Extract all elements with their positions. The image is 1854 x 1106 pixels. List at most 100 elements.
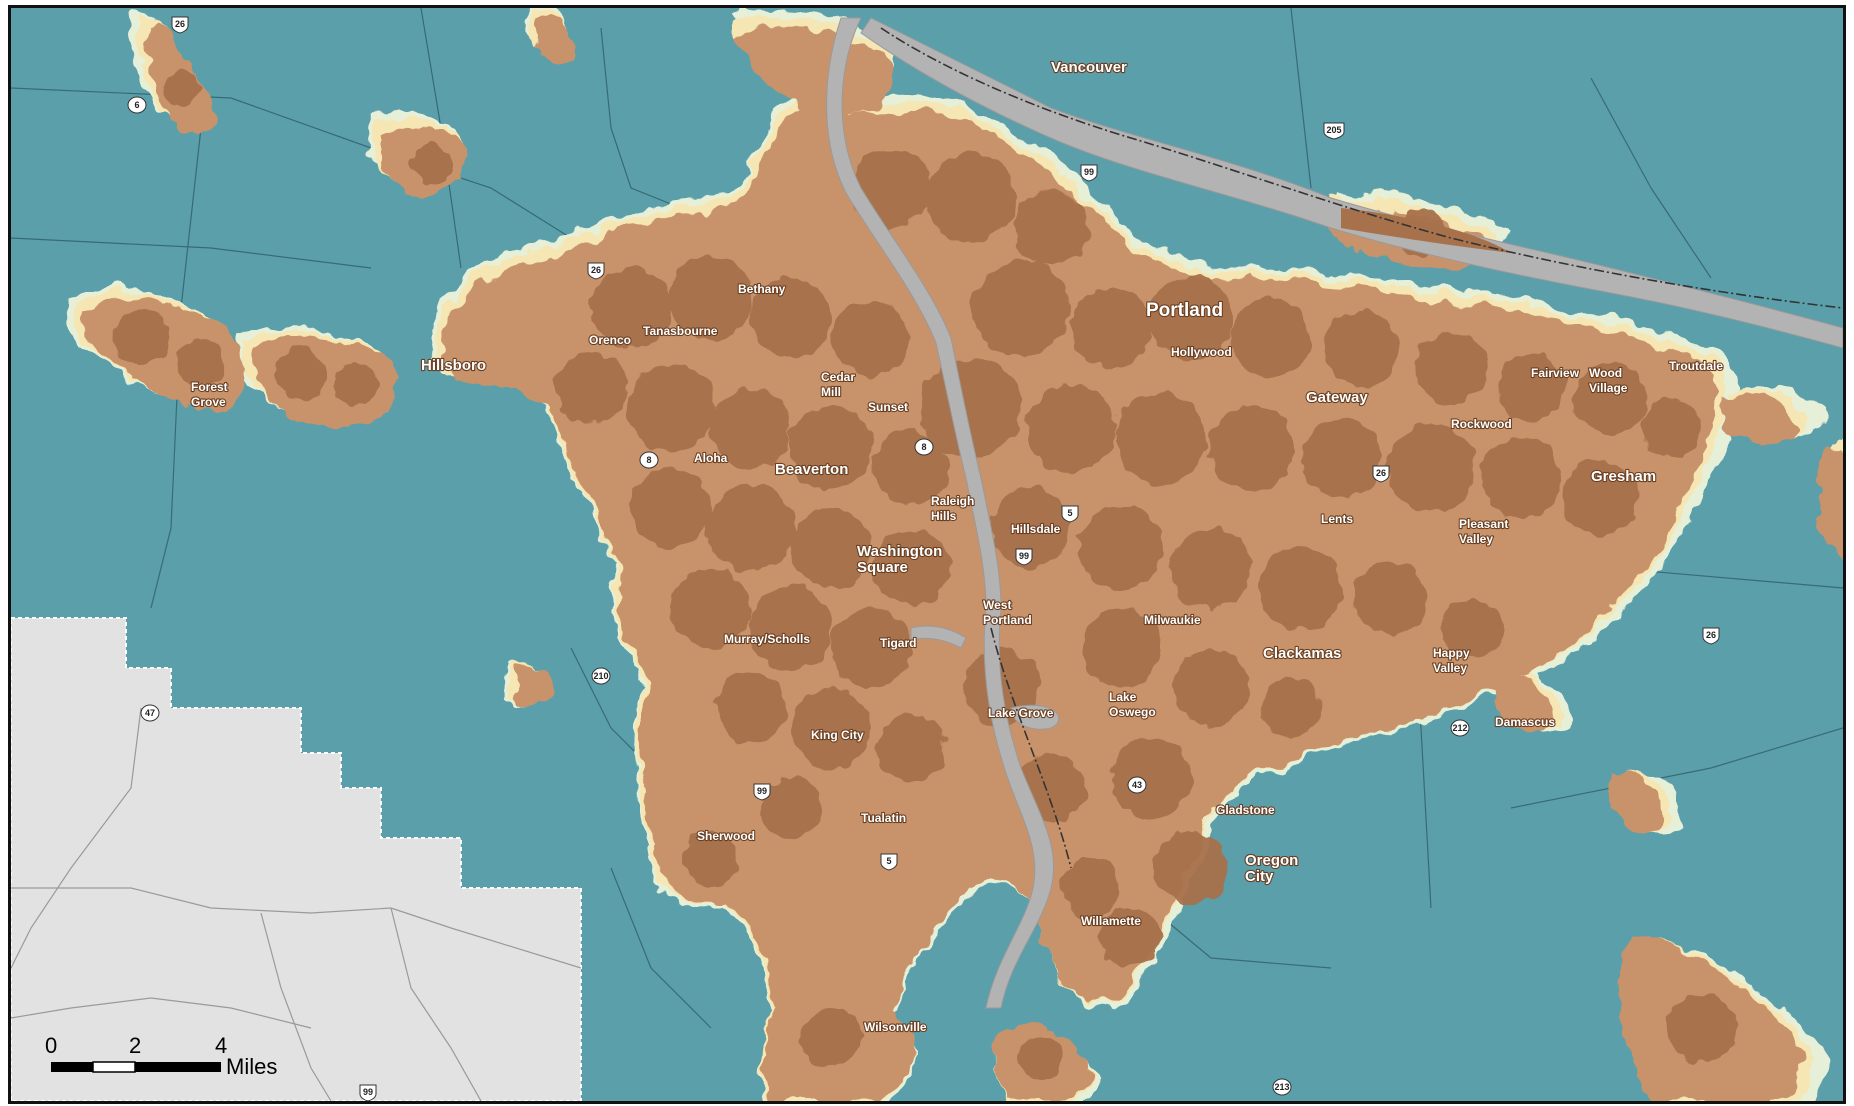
place-label: Oregon [1245,852,1298,869]
place-label: Lents [1321,512,1353,526]
place-label: Vancouver [1051,59,1127,76]
svg-text:47: 47 [145,708,155,718]
state-highway-shield-icon: 47 [140,704,160,722]
state-highway-shield-icon: 6 [127,96,147,114]
place-label: Cedar [821,370,855,384]
state-highway-shield-icon: 210 [591,667,611,685]
svg-text:6: 6 [134,100,139,110]
scale-bar-segment [92,1061,136,1073]
place-label: Pleasant [1459,517,1508,531]
us-highway-shield-icon: 26 [171,16,189,34]
place-label: Lake [1109,690,1137,704]
us-highway-shield-icon: 99 [1080,164,1098,182]
scale-tick-label: 2 [129,1033,141,1058]
svg-text:213: 213 [1274,1082,1289,1092]
place-label: Portland [1146,300,1223,321]
place-label: Village [1589,381,1628,395]
urban-density-field [65,8,1843,1101]
state-highway-shield-icon: 43 [1127,776,1147,794]
place-label: King City [811,728,864,742]
place-labels: Vancouver Portland Hollywood Gateway Roc… [190,58,1725,1035]
place-label: Hillsboro [421,357,486,374]
svg-text:210: 210 [593,671,608,681]
us-highway-shield-icon: 99 [1015,548,1033,566]
place-label: Willamette [1081,914,1141,928]
place-label: Grove [191,395,226,409]
place-label: Gresham [1591,468,1656,485]
svg-text:26: 26 [1376,468,1386,478]
state-highway-shield-icon: 213 [1272,1078,1292,1096]
place-label: Fairview [1531,366,1580,380]
railroad-lines [880,27,1843,869]
place-label: Valley [1459,532,1493,546]
state-highway-shield-icon: 212 [1450,719,1470,737]
state-highway-shield-icon: 8 [914,438,934,456]
place-label: Troutdale [1669,359,1723,373]
place-label: Valley [1433,661,1467,675]
place-label: Hills [931,509,957,523]
place-label: Lake Grove [988,706,1054,720]
place-label: Tigard [880,636,916,650]
place-label: Sherwood [697,829,755,843]
scale-tick-label: 4 [215,1033,227,1058]
scale-tick-label: 0 [45,1033,57,1058]
us-highway-shield-icon: 26 [587,262,605,280]
svg-text:5: 5 [886,856,891,866]
place-label: Hillsdale [1011,522,1061,536]
place-label: Sunset [868,400,908,414]
us-highway-shield-icon: 99 [753,783,771,801]
place-label: Gateway [1306,389,1368,406]
place-label: Wood [1589,366,1622,380]
place-label: Tualatin [861,811,906,825]
place-label: Happy [1433,646,1470,660]
scale-bar-segment [51,1062,93,1072]
svg-text:99: 99 [1019,551,1029,561]
outside-area [11,617,582,1101]
us-highway-shield-icon: 99 [359,1084,377,1101]
map-frame: Vancouver Portland Hollywood Gateway Roc… [8,5,1846,1104]
highway-shields: 26 6 26 8 8 205 99 5 99 26 26 210 47 99 … [127,16,1720,1101]
place-label: Rockwood [1451,417,1512,431]
interstate-shield-icon: 5 [880,853,898,871]
place-label: Wilsonville [864,1020,927,1034]
place-label: Mill [821,385,841,399]
svg-text:26: 26 [175,19,185,29]
place-label: Beaverton [775,461,848,478]
svg-text:99: 99 [1084,167,1094,177]
svg-text:5: 5 [1067,508,1072,518]
place-label: Clackamas [1263,645,1341,662]
place-label: Raleigh [931,494,974,508]
place-label: Portland [983,613,1032,627]
svg-text:212: 212 [1452,723,1467,733]
place-label: Tanasbourne [643,324,718,338]
svg-text:8: 8 [646,455,651,465]
density-map[interactable]: Vancouver Portland Hollywood Gateway Roc… [11,8,1843,1101]
place-label: Murray/Scholls [724,632,810,646]
svg-text:99: 99 [363,1087,373,1097]
scale-unit-label: Miles [226,1054,277,1079]
svg-text:99: 99 [757,786,767,796]
place-label: Washington [857,543,942,560]
place-label: Milwaukie [1144,613,1201,627]
place-label: Forest [191,380,228,394]
place-label: Damascus [1495,715,1555,729]
svg-text:43: 43 [1132,780,1142,790]
interstate-shield-icon: 205 [1323,122,1345,140]
us-highway-shield-icon: 26 [1702,627,1720,645]
svg-text:26: 26 [1706,630,1716,640]
place-label: Bethany [738,282,786,296]
place-label: Aloha [694,451,728,465]
place-label: Hollywood [1171,345,1232,359]
place-label: West [983,598,1011,612]
place-label: Oswego [1109,705,1156,719]
svg-text:8: 8 [921,442,926,452]
us-highway-shield-icon: 26 [1372,465,1390,483]
place-label: City [1245,868,1274,885]
state-highway-shield-icon: 8 [639,451,659,469]
place-label: Square [857,559,908,576]
svg-text:205: 205 [1326,125,1341,135]
place-label: Gladstone [1216,803,1275,817]
scale-bar-segment [135,1062,221,1072]
interstate-shield-icon: 5 [1061,505,1079,523]
place-label: Orenco [589,333,631,347]
